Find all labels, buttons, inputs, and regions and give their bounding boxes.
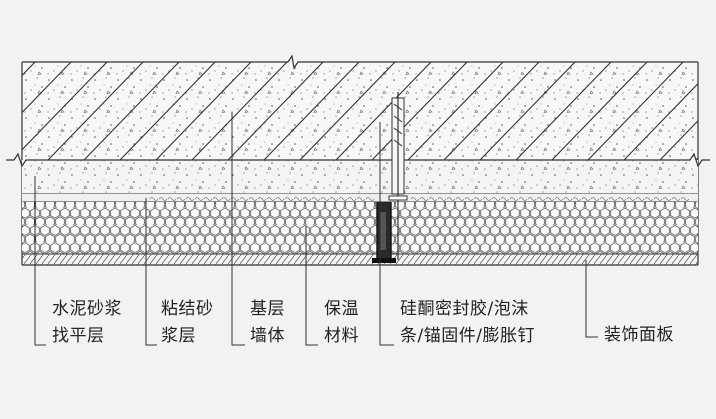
base-wall-layer bbox=[21, 54, 699, 265]
leader-lines bbox=[34, 112, 598, 346]
label-leveling-mortar: 水泥砂浆 找平层 bbox=[52, 299, 122, 346]
label-bonding-mortar: 粘结砂 浆层 bbox=[161, 299, 214, 346]
label-decorative-panel: 装饰面板 bbox=[604, 325, 674, 345]
leveling-mortar-layer bbox=[6, 152, 710, 195]
decorative-panel-layer bbox=[22, 254, 698, 266]
insulation-layer bbox=[22, 202, 698, 255]
bonding-mortar-layer bbox=[22, 194, 698, 203]
label-sealant-anchor: 硅酮密封胶/泡沫 条/锚固件/膨胀钉 bbox=[400, 299, 535, 346]
label-insulation: 保温 材料 bbox=[324, 299, 359, 346]
anchor-expansion-nail bbox=[388, 92, 408, 260]
label-base-wall: 基层 墙体 bbox=[250, 299, 285, 346]
